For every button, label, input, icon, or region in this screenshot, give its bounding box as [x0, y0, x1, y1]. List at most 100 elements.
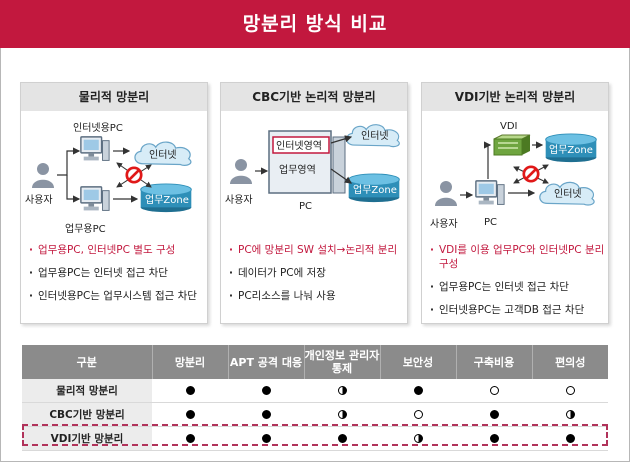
rating-dot — [261, 410, 271, 419]
table-header-row: 구분 망분리 APT 공격 대응 개인정보 관리자 통제 보안성 구축비용 편의… — [22, 345, 608, 379]
connector — [484, 141, 492, 179]
rating-dot — [261, 434, 271, 443]
column-header: 개인정보 관리자 통제 — [303, 345, 380, 379]
work-area-label: 업무영역 — [279, 163, 316, 176]
rating-dot — [565, 434, 575, 443]
rating-dot — [261, 386, 271, 395]
internet-pc-label: 인터넷용PC — [73, 122, 123, 134]
rating-cell — [380, 402, 456, 427]
row-label: 물리적 망분리 — [22, 379, 152, 403]
user-icon — [230, 159, 252, 184]
bullet-item: 업무용PC는 인터넷 접근 차단 — [430, 280, 606, 294]
bullet-item: 인터넷용PC는 업무시스템 접근 차단 — [29, 289, 205, 303]
pc-icon — [475, 180, 505, 206]
rating-cell — [456, 402, 532, 427]
rating-cell — [228, 379, 304, 403]
rating-cell — [304, 379, 380, 403]
rating-cell — [456, 426, 532, 451]
panel-heading: VDI기반 논리적 망분리 — [422, 83, 608, 111]
rating-dot — [337, 410, 347, 419]
user-label: 사용자 — [430, 218, 458, 230]
bullet-item: PC에 망분리 SW 설치→논리적 분리 — [229, 243, 405, 257]
column-header: 구축비용 — [455, 345, 532, 379]
work-zone-label: 업무Zone — [353, 183, 397, 196]
rating-dot — [337, 386, 347, 395]
internet-pc-icon — [80, 136, 110, 162]
panel-vdi: VDI기반 논리적 망분리 VDI 사용자 PC 업무Zone 인터넷 VDI를… — [421, 82, 609, 324]
bullet-item: 인터넷용PC는 고객DB 접근 차단 — [430, 303, 606, 317]
title-bar: 망분리 방식 비교 — [0, 0, 630, 48]
rating-dot — [489, 410, 499, 419]
rating-cell — [380, 426, 456, 451]
internet-area-box — [272, 136, 330, 154]
diagram-cbc: 사용자 인터넷영역 업무영역 PC 인터넷 업무Zone — [225, 124, 400, 212]
vdi-server-icon — [493, 134, 531, 156]
work-pc-icon — [80, 186, 110, 212]
bullet-item: 업무용PC는 인터넷 접근 차단 — [29, 266, 205, 280]
work-zone-label: 업무Zone — [549, 143, 593, 156]
row-label: VDI기반 망분리 — [22, 426, 152, 451]
column-header: APT 공격 대응 — [227, 345, 304, 379]
row-label: CBC기반 망분리 — [22, 402, 152, 427]
diagram-vdi: VDI 사용자 PC 업무Zone 인터넷 — [430, 121, 597, 230]
user-icon — [435, 181, 457, 206]
comparison-table: 구분 망분리 APT 공격 대응 개인정보 관리자 통제 보안성 구축비용 편의… — [22, 345, 608, 451]
block-icon — [522, 165, 540, 183]
bullet-list: PC에 망분리 SW 설치→논리적 분리 데이터가 PC에 저장 PC리소스를 … — [229, 243, 405, 312]
column-header: 보안성 — [379, 345, 456, 379]
rating-dot — [489, 434, 499, 443]
connector — [57, 147, 81, 176]
work-pc-label: 업무용PC — [65, 222, 106, 235]
user-icon — [32, 163, 54, 188]
rating-dot — [337, 434, 347, 443]
pc-label: PC — [484, 217, 497, 228]
rating-cell — [456, 379, 532, 403]
rating-cell — [152, 379, 228, 403]
table-row: 물리적 망분리 — [22, 379, 608, 403]
rating-cell — [152, 402, 228, 427]
panel-heading: 물리적 망분리 — [21, 83, 207, 111]
rating-dot — [565, 410, 575, 419]
internet-area-label: 인터넷영역 — [276, 140, 322, 152]
rating-dot — [185, 386, 195, 395]
bullet-item: VDI를 이용 업무PC와 인터넷PC 분리 구성 — [430, 243, 606, 271]
rating-cell — [304, 426, 380, 451]
bullet-list: VDI를 이용 업무PC와 인터넷PC 분리 구성 업무용PC는 인터넷 접근 … — [430, 243, 606, 326]
vdi-label: VDI — [500, 121, 518, 132]
rating-cell — [304, 402, 380, 427]
rating-dot — [413, 434, 423, 443]
rating-dot — [565, 386, 575, 395]
work-zone-label: 업무Zone — [145, 193, 189, 206]
rating-cell — [532, 402, 608, 427]
rating-cell — [532, 426, 608, 451]
rating-dot — [413, 410, 423, 419]
table-row-highlighted: VDI기반 망분리 — [22, 426, 608, 451]
rating-cell — [532, 379, 608, 403]
panel-heading: CBC기반 논리적 망분리 — [221, 83, 407, 111]
internet-label: 인터넷 — [554, 188, 582, 200]
connector — [66, 175, 81, 203]
bullet-item: PC리소스를 나눠 사용 — [229, 289, 405, 303]
rating-cell — [228, 426, 304, 451]
rating-cell — [380, 379, 456, 403]
rating-cell — [152, 426, 228, 451]
rating-cell — [228, 402, 304, 427]
bullet-item: 업무용PC, 인터넷PC 별도 구성 — [29, 243, 205, 257]
rating-dot — [185, 434, 195, 443]
internet-label: 인터넷 — [361, 130, 389, 142]
user-label: 사용자 — [225, 194, 253, 206]
column-header: 망분리 — [151, 345, 228, 379]
diagram-physical: 인터넷용PC 사용자 업무용PC 인터넷 업무Zone — [25, 122, 192, 235]
bullet-item: 데이터가 PC에 저장 — [229, 266, 405, 280]
rating-dot — [413, 386, 423, 395]
rating-dot — [185, 410, 195, 419]
pc-tower — [332, 136, 346, 194]
pc-label: PC — [299, 201, 312, 212]
internet-label: 인터넷 — [149, 149, 177, 161]
page-title: 망분리 방식 비교 — [242, 13, 388, 35]
panel-physical: 물리적 망분리 인터넷용PC 사용자 업무용PC 인터넷 업무Zone 업무용P… — [20, 82, 208, 324]
block-icon — [125, 166, 143, 184]
rating-dot — [489, 386, 499, 395]
table-row: CBC기반 망분리 — [22, 402, 608, 427]
column-header: 편의성 — [531, 345, 608, 379]
